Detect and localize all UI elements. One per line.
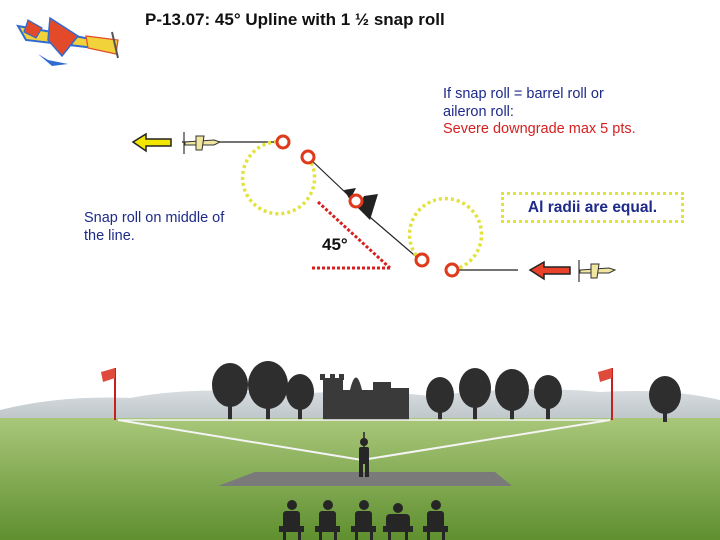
snap-position-note: Snap roll on middle of the line. xyxy=(84,210,224,245)
pilot-figure-icon xyxy=(359,432,369,477)
angle-reference xyxy=(312,200,392,270)
judge-figure-icon xyxy=(279,500,304,540)
exit-direction-arrow xyxy=(528,260,571,281)
marker-circle xyxy=(300,149,316,165)
castle-silhouette xyxy=(320,374,409,420)
snap-note-line-2: the line. xyxy=(84,227,135,244)
note-line-2: aileron roll: xyxy=(443,103,514,120)
entry-airplane-icon xyxy=(183,132,222,154)
slide-title: P-13.07: 45° Upline with 1 ½ snap roll xyxy=(145,10,445,29)
angle-label: 45° xyxy=(322,235,348,254)
note-line-1: If snap roll = barrel roll or xyxy=(443,86,604,102)
entry-direction-arrow xyxy=(131,132,172,153)
flight-line xyxy=(117,419,611,461)
judge-figure-icon xyxy=(351,500,376,540)
tree-line xyxy=(212,361,681,422)
marker-circle xyxy=(444,262,460,278)
marker-circle xyxy=(275,134,291,150)
exit-airplane-icon xyxy=(578,260,617,282)
snap-note-line-1: Snap roll on middle of xyxy=(84,210,225,226)
marker-circle xyxy=(414,252,430,268)
note-warning-line: Severe downgrade max 5 pts. xyxy=(443,121,636,137)
judge-figure-icon xyxy=(383,503,413,540)
snap-roll-note: If snap roll = barrel roll or aileron ro… xyxy=(443,86,636,139)
segment-markers xyxy=(275,134,460,278)
judge-figure-icon xyxy=(315,500,340,540)
radii-equal-note: Al radii are equal. xyxy=(501,192,684,223)
runway xyxy=(218,472,512,486)
judge-figure-icon xyxy=(423,500,448,540)
model-airplane-icon xyxy=(16,16,119,66)
radius-loops xyxy=(240,139,484,272)
marker-circle xyxy=(348,193,364,209)
red-flag-icon xyxy=(101,368,116,420)
red-flag-icon xyxy=(598,368,613,420)
